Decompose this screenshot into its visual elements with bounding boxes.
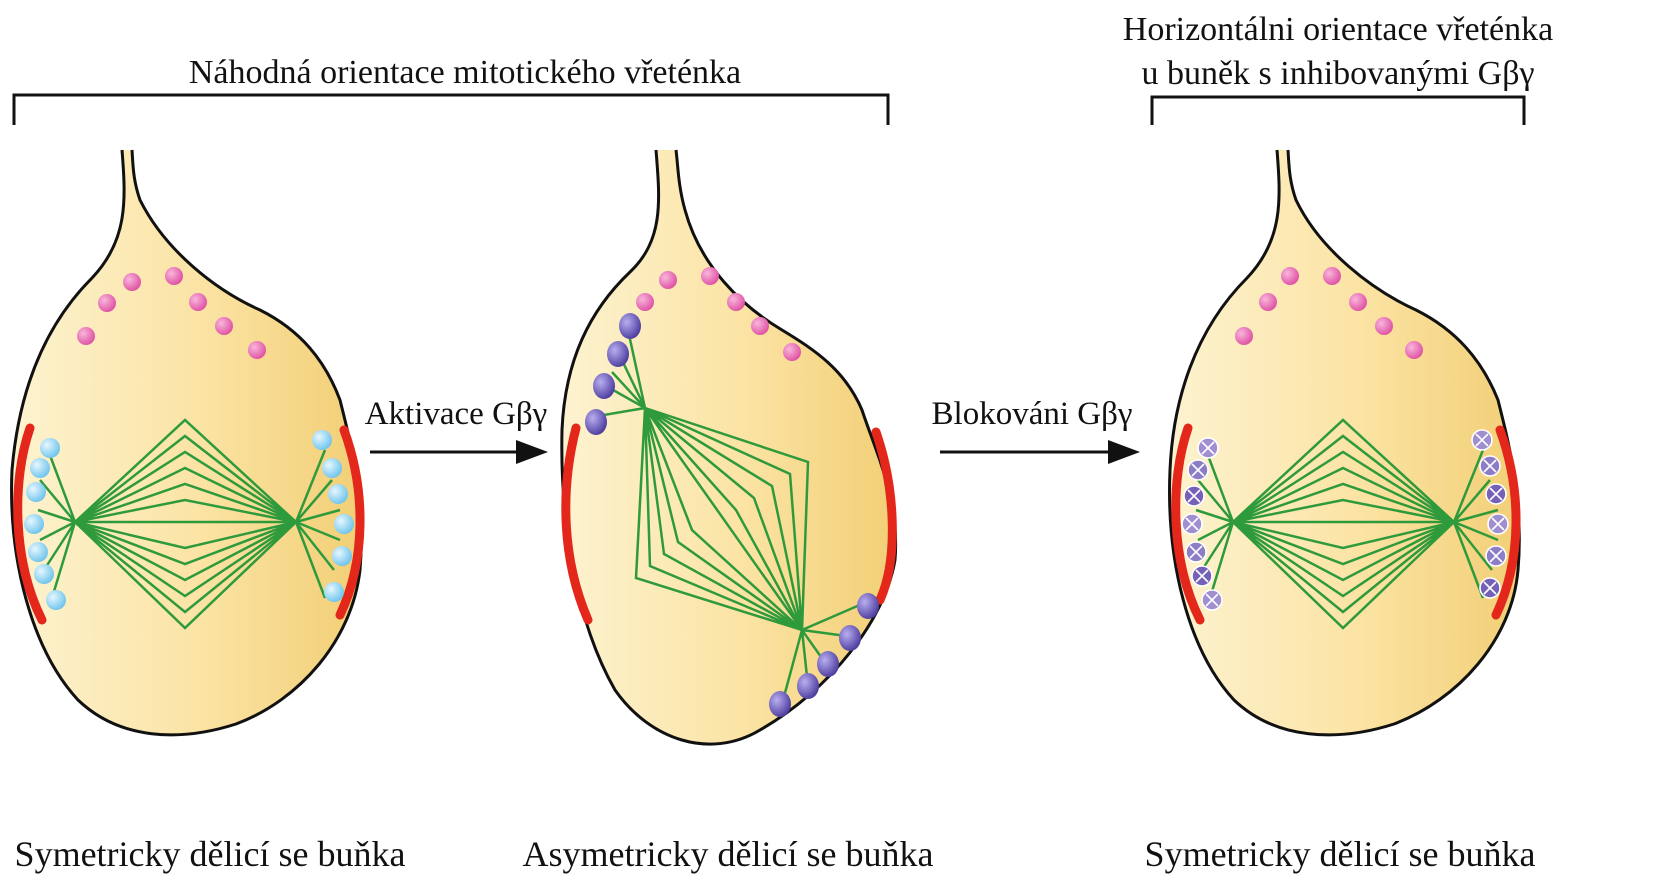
bracket-random-orientation bbox=[14, 95, 888, 125]
arrow-blocking bbox=[940, 440, 1140, 464]
caption-cell3: Symetricky dělicí se buňka bbox=[1145, 834, 1536, 874]
cell-asymmetric-middle bbox=[562, 150, 896, 744]
label-activation: Aktivace Gβγ bbox=[365, 396, 548, 432]
label-blocking: Blokováni Gβγ bbox=[932, 396, 1133, 432]
header-horizontal-line2: u buněk s inhibovanými Gβγ bbox=[1141, 55, 1534, 92]
header-horizontal-line1: Horizontálni orientace vřeténka bbox=[1123, 11, 1553, 48]
cell-symmetric-right bbox=[1170, 150, 1520, 735]
caption-cell1: Symetricky dělicí se buňka bbox=[15, 834, 406, 874]
caption-cell2: Asymetricky dělicí se buňka bbox=[523, 834, 934, 874]
bracket-horizontal-orientation bbox=[1152, 97, 1524, 125]
header-random-orientation: Náhodná orientace mitotického vřeténka bbox=[189, 54, 741, 91]
cell-body bbox=[1170, 150, 1520, 735]
cell-body bbox=[12, 150, 362, 735]
arrow-activation bbox=[370, 440, 548, 464]
cell-symmetric-left bbox=[12, 150, 362, 735]
